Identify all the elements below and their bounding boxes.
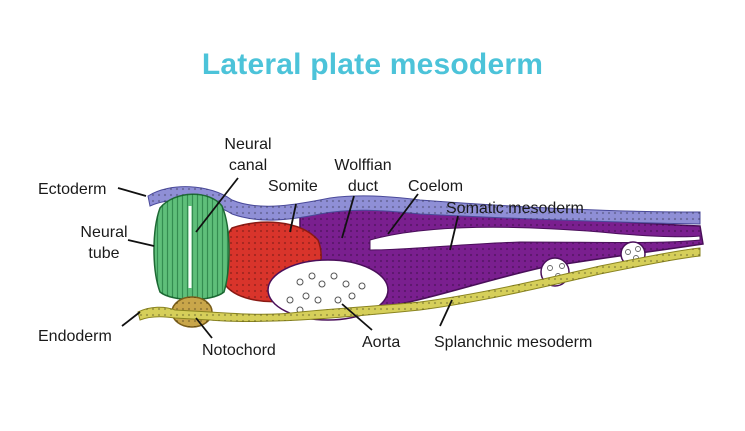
leader-notochord	[195, 317, 213, 339]
label-neural-tube-line1: Neural	[80, 224, 128, 241]
label-ectoderm: Ectoderm	[38, 181, 107, 198]
label-somatic-mesoderm: Somatic mesoderm	[446, 200, 584, 217]
label-neural-canal-line2: canal	[228, 157, 268, 174]
label-neural-canal-line1: Neural	[224, 136, 272, 153]
label-splanchnic-mesoderm: Splanchnic mesoderm	[434, 334, 593, 351]
leader-somatic	[449, 215, 459, 251]
leader-wolffian	[341, 195, 355, 239]
label-wolffian-line2: duct	[347, 178, 379, 195]
label-wolffian-line1: Wolffian	[334, 157, 392, 174]
leader-neural-tube	[127, 239, 155, 247]
label-somite: Somite	[268, 178, 318, 195]
leader-coelom	[387, 193, 419, 235]
label-endoderm: Endoderm	[38, 328, 112, 345]
diagram-title: Lateral plate mesoderm	[201, 48, 544, 81]
leader-splanchnic	[439, 299, 453, 327]
coelom-cavity	[369, 226, 701, 251]
leader-ectoderm	[117, 187, 147, 197]
leader-neural-canal	[195, 177, 239, 233]
aorta-vessel	[267, 259, 389, 321]
label-aorta: Aorta	[362, 334, 401, 351]
leader-aorta	[341, 303, 373, 331]
leader-somite	[289, 203, 297, 233]
label-notochord: Notochord	[202, 342, 276, 359]
label-coelom: Coelom	[408, 178, 464, 195]
leader-lines	[117, 177, 459, 339]
leader-endoderm	[121, 311, 141, 327]
label-neural-tube-line2: tube	[88, 245, 120, 262]
